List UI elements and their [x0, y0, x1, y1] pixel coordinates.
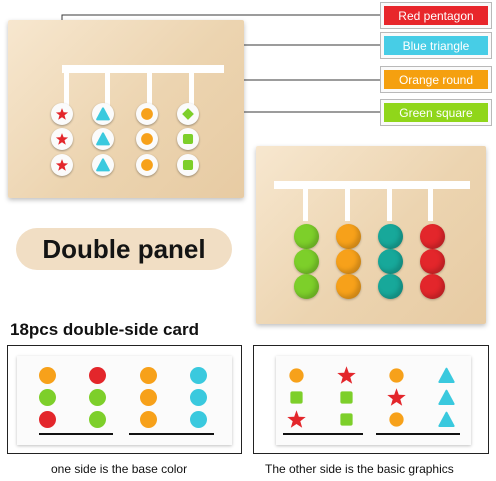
slot-track — [105, 65, 110, 110]
color-ball — [377, 248, 403, 274]
color-ball — [335, 248, 361, 274]
card-divider-line — [283, 433, 363, 435]
graphic-side-frame — [253, 345, 489, 454]
color-dot — [38, 388, 56, 406]
color-dot — [38, 366, 56, 384]
shape-disk — [177, 128, 199, 150]
slot-track — [189, 65, 194, 110]
shape-disk — [51, 103, 73, 125]
label-orange-round: Orange round — [380, 66, 492, 93]
square-icon — [338, 411, 355, 433]
color-ball — [419, 273, 445, 299]
label-red-pentagon: Red pentagon — [380, 2, 492, 29]
shape-disk — [136, 103, 158, 125]
color-dot — [88, 366, 106, 384]
slot-track — [147, 65, 152, 110]
double-panel-banner: Double panel — [16, 228, 232, 270]
triangle-icon — [437, 367, 455, 389]
color-dot — [38, 410, 56, 428]
color-dot — [189, 388, 207, 406]
shape-disk — [51, 128, 73, 150]
color-dot — [139, 410, 157, 428]
color-dot — [88, 388, 106, 406]
triangle-icon — [437, 389, 455, 411]
color-ball — [293, 223, 319, 249]
card-divider-line — [376, 433, 460, 435]
color-ball — [377, 223, 403, 249]
card-divider-line — [129, 433, 214, 435]
shape-disk — [51, 154, 73, 176]
circle-icon — [388, 367, 405, 389]
color-dot — [139, 366, 157, 384]
color-ball — [419, 248, 445, 274]
color-dot — [88, 410, 106, 428]
label-blue-triangle: Blue triangle — [380, 32, 492, 59]
color-ball — [293, 248, 319, 274]
slot-track — [62, 65, 224, 73]
card-divider-line — [39, 433, 113, 435]
color-dot — [139, 388, 157, 406]
shape-disk — [177, 154, 199, 176]
label-text: Green square — [384, 103, 488, 122]
circle-icon — [388, 411, 405, 433]
graphic-side-caption: The other side is the basic graphics — [265, 462, 454, 476]
label-text: Blue triangle — [384, 36, 488, 55]
circle-icon — [288, 367, 305, 389]
slot-track — [345, 181, 350, 221]
shape-disk — [92, 154, 114, 176]
graphic-side-board — [8, 20, 244, 198]
shape-disk — [136, 154, 158, 176]
color-ball — [419, 223, 445, 249]
cards-heading: 18pcs double-side card — [10, 320, 199, 339]
square-icon — [288, 389, 305, 411]
color-side-caption: one side is the base color — [51, 462, 188, 476]
label-text: Orange round — [384, 70, 488, 89]
color-dot — [189, 410, 207, 428]
color-ball — [335, 273, 361, 299]
slot-track — [387, 181, 392, 221]
triangle-icon — [437, 411, 455, 433]
shape-disk — [92, 128, 114, 150]
color-ball — [335, 223, 361, 249]
square-icon — [338, 389, 355, 411]
shape-disk — [92, 103, 114, 125]
label-text: Red pentagon — [384, 6, 488, 25]
color-side-board — [256, 146, 486, 324]
slot-track — [428, 181, 433, 221]
slot-track — [303, 181, 308, 221]
color-ball — [377, 273, 403, 299]
star-icon — [286, 409, 307, 435]
slot-track — [274, 181, 470, 189]
shape-disk — [136, 128, 158, 150]
star-icon — [386, 387, 407, 413]
color-ball — [293, 273, 319, 299]
graphic-card — [276, 356, 471, 445]
label-green-square: Green square — [380, 99, 492, 126]
shape-disk — [177, 103, 199, 125]
star-icon — [336, 365, 357, 391]
color-dot — [189, 366, 207, 384]
slot-track — [64, 65, 69, 110]
